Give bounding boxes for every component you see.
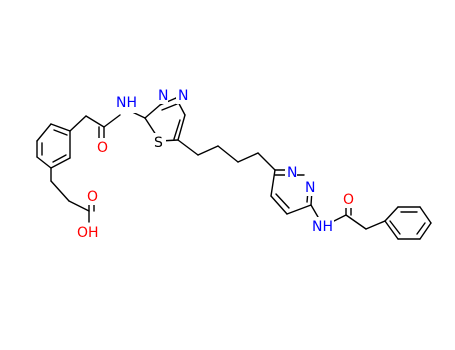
- bond: [237, 152, 259, 163]
- bond: [50, 157, 71, 169]
- bond: [144, 104, 161, 119]
- bond: [275, 193, 290, 209]
- atom-label-background: [310, 217, 334, 235]
- bond: [36, 156, 52, 169]
- atom-label-background: [114, 93, 138, 113]
- atom-label-background: [303, 178, 315, 196]
- bond: [177, 139, 199, 156]
- atom-label-background: [285, 163, 297, 181]
- amide-oxygen-label: O: [343, 192, 354, 208]
- bond: [50, 180, 70, 202]
- bond: [257, 152, 276, 171]
- bond: [53, 129, 68, 136]
- bond: [177, 114, 186, 141]
- bond: [384, 220, 399, 240]
- bond: [69, 115, 87, 132]
- atom-label-background: [176, 86, 188, 104]
- atom-label-background: [75, 223, 101, 241]
- bond: [217, 145, 239, 163]
- atom-labels: NH N N S O O OH N N NH O: [75, 86, 355, 241]
- bond: [384, 206, 399, 222]
- bond: [310, 204, 319, 218]
- hydroxyl-label: OH: [77, 225, 99, 241]
- bond: [389, 220, 401, 235]
- bond: [85, 115, 105, 128]
- bond: [270, 169, 276, 197]
- bond: [270, 195, 288, 215]
- nh-label: NH: [116, 95, 137, 111]
- bond: [161, 103, 178, 111]
- bond: [103, 114, 121, 128]
- pyridazine-n-label: N: [305, 180, 315, 196]
- atom-label-background: [341, 190, 355, 208]
- nh-label: NH: [312, 219, 333, 235]
- bond: [416, 222, 426, 235]
- atom-label-background: [152, 133, 166, 151]
- bonds: [36, 97, 432, 240]
- bond: [36, 123, 52, 142]
- thiadiazole-n-label: N: [158, 88, 168, 104]
- sulfur-label: S: [154, 135, 163, 151]
- amide-oxygen-label: O: [97, 140, 108, 156]
- bond: [419, 222, 432, 240]
- pyridazine-n-label: N: [287, 165, 297, 181]
- bond: [68, 200, 90, 212]
- acid-oxygen-label: O: [87, 189, 98, 205]
- bond: [365, 220, 386, 230]
- bond: [345, 214, 367, 230]
- thiadiazole-n-label: N: [178, 88, 188, 104]
- bond: [173, 119, 181, 140]
- atom-label-background: [156, 86, 168, 104]
- atom-label-background: [85, 187, 99, 205]
- bond: [197, 145, 219, 156]
- bond: [286, 204, 312, 215]
- atom-label-background: [96, 138, 110, 156]
- bond: [52, 154, 67, 163]
- bond: [419, 206, 432, 224]
- bond: [50, 123, 71, 132]
